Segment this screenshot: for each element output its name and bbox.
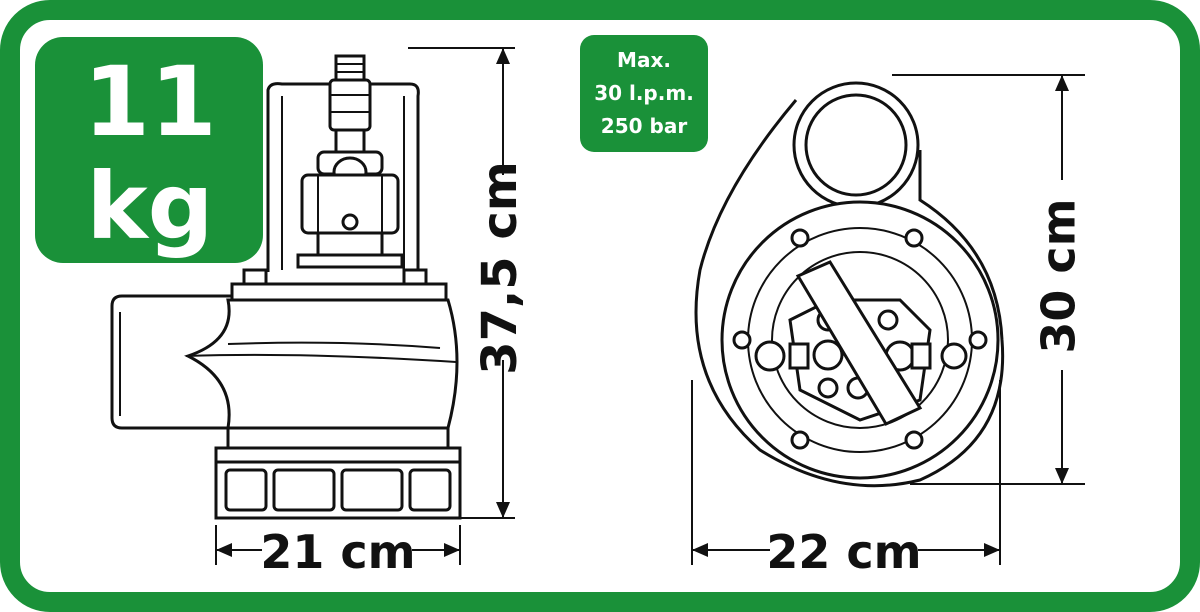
weight-value: 11 (83, 46, 217, 158)
weight-badge: 11 kg (35, 37, 263, 263)
pump-top-view-icon (694, 81, 1005, 488)
top-height-label: 30 cm (1032, 198, 1086, 353)
pump-side-view-icon (110, 54, 462, 520)
top-height-dimension: 30 cm (892, 74, 1086, 485)
spec-line-max: Max. (617, 48, 671, 72)
top-width-dimension: 22 cm (691, 380, 1001, 579)
spec-line-flow: 30 l.p.m. (594, 81, 694, 105)
side-height-label: 37,5 cm (472, 161, 528, 375)
spec-badge-bg (580, 35, 708, 152)
weight-badge-bg (35, 37, 263, 263)
side-width-dimension: 21 cm (215, 525, 461, 579)
spec-badge: Max. 30 l.p.m. 250 bar (580, 35, 708, 152)
weight-unit: kg (86, 153, 213, 260)
side-width-label: 21 cm (260, 525, 415, 579)
top-width-label: 22 cm (766, 525, 921, 579)
spec-line-pressure: 250 bar (601, 114, 688, 138)
side-height-dimension: 37,5 cm (408, 47, 528, 519)
